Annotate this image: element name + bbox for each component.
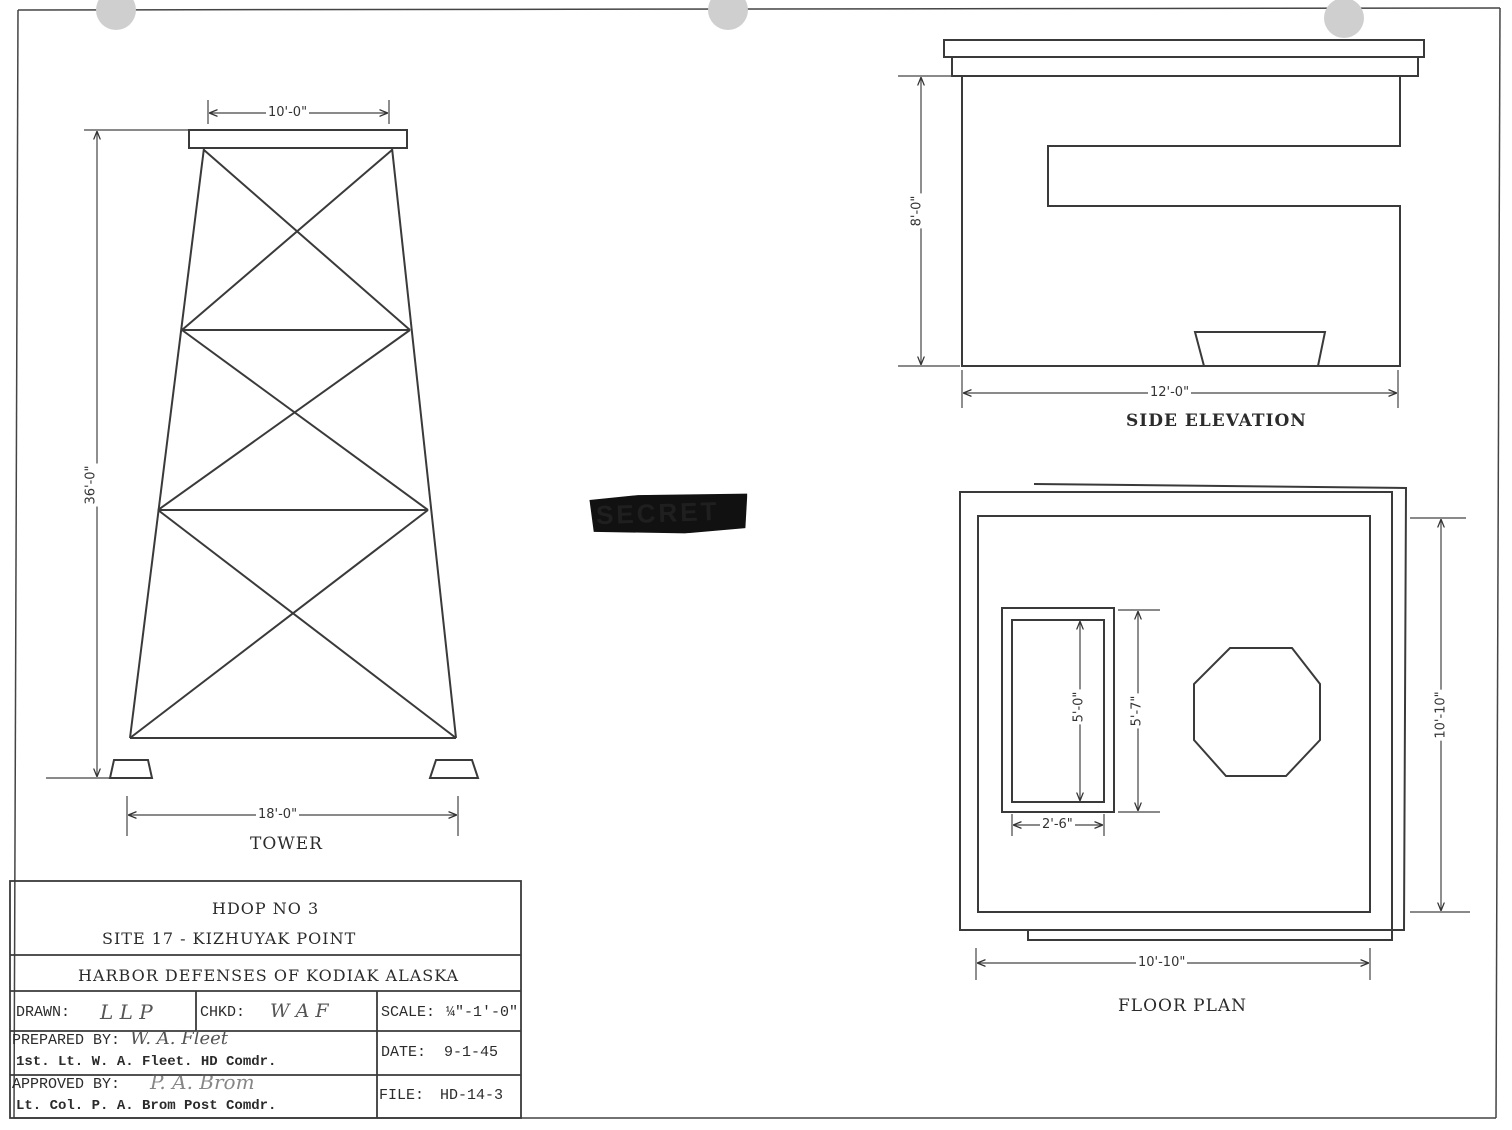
hatch-outer-dimension: 5'-7" xyxy=(1129,693,1145,729)
title-site-name: SITE 17 - KIZHUYAK POINT xyxy=(102,929,357,948)
scale-label: SCALE: xyxy=(381,1004,436,1021)
tower-height-dimension: 36'-0" xyxy=(83,463,99,507)
checked-signature: W A F xyxy=(270,1000,329,1022)
floor-plan-label: FLOOR PLAN xyxy=(1118,996,1248,1016)
tower-drawing xyxy=(108,129,480,779)
title-block-frame xyxy=(9,880,522,1119)
floor-plan-depth-dimension: 10'-10" xyxy=(1433,689,1449,741)
scale-value: ¼"-1'-0" xyxy=(446,1004,519,1021)
date-label: DATE: xyxy=(381,1044,427,1061)
redacted-stamp-text: SECRET xyxy=(595,495,720,531)
binder-hole-right xyxy=(1324,0,1364,38)
date-value: 9-1-45 xyxy=(444,1044,499,1061)
side-elevation-dimensions xyxy=(898,75,1399,408)
prepared-by-label: PREPARED BY: xyxy=(12,1032,121,1049)
approved-by-signature: P. A. Brom xyxy=(150,1070,255,1094)
tower-dimensions xyxy=(46,100,459,836)
floor-plan-width-dimension: 10'-10" xyxy=(1136,955,1188,970)
drawn-label: DRAWN: xyxy=(16,1004,71,1021)
floor-plan-dimensions xyxy=(975,517,1470,980)
floor-plan-drawing xyxy=(959,483,1408,941)
side-elevation-height-dimension: 8'-0" xyxy=(909,193,925,229)
checked-label: CHKD: xyxy=(200,1004,246,1021)
hatch-width-dimension: 2'-6" xyxy=(1040,817,1075,832)
approved-by-label: APPROVED BY: xyxy=(12,1076,121,1093)
tower-label: TOWER xyxy=(250,834,323,854)
title-drawing-number: HDOP NO 3 xyxy=(212,899,320,918)
title-organization: HARBOR DEFENSES OF KODIAK ALASKA xyxy=(78,966,460,985)
drawn-signature: L L P xyxy=(100,1000,153,1024)
file-label: FILE: xyxy=(379,1087,425,1104)
tower-top-width-dimension: 10'-0" xyxy=(266,105,310,120)
approved-by-name: Lt. Col. P. A. Brom Post Comdr. xyxy=(16,1098,277,1114)
side-elevation-label: SIDE ELEVATION xyxy=(1126,411,1307,431)
prepared-by-name: 1st. Lt. W. A. Fleet. HD Comdr. xyxy=(16,1054,277,1070)
prepared-by-signature: W. A. Fleet xyxy=(130,1028,229,1049)
side-elevation-drawing xyxy=(943,39,1425,367)
tower-base-width-dimension: 18'-0" xyxy=(256,807,300,822)
file-value: HD-14-3 xyxy=(440,1087,504,1104)
hatch-inner-dimension: 5'-0" xyxy=(1071,689,1087,725)
side-elevation-width-dimension: 12'-0" xyxy=(1148,385,1192,400)
sheet-border xyxy=(13,7,1501,1119)
